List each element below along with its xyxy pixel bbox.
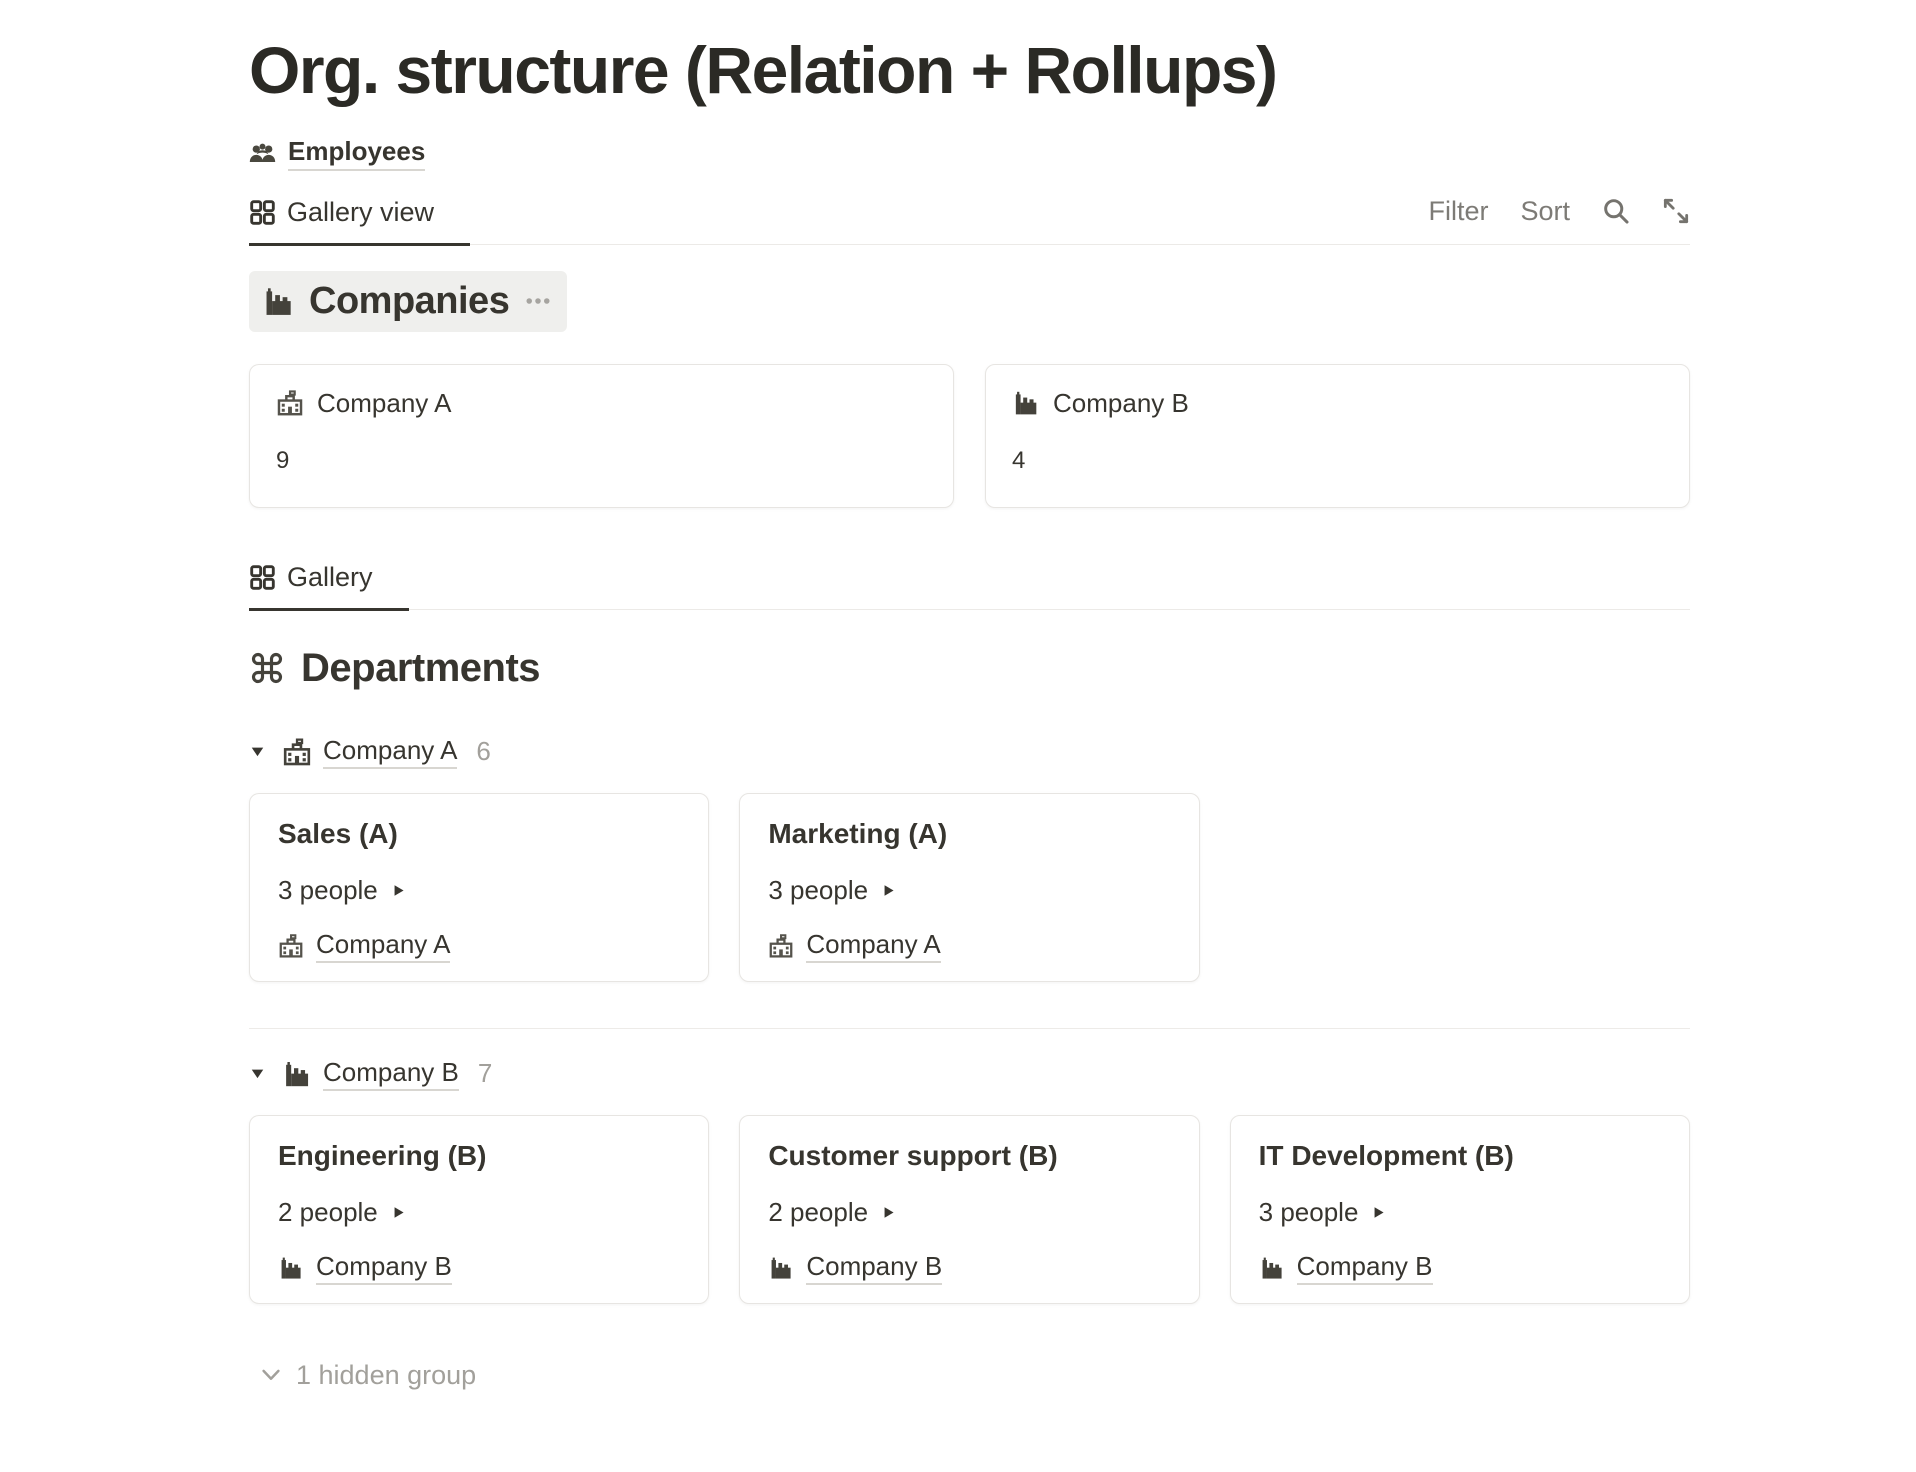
department-company-row: Company A: [768, 929, 1170, 963]
empty-grid-cell: [1230, 793, 1690, 982]
expand-icon[interactable]: [1662, 197, 1690, 225]
department-company-link[interactable]: Company A: [806, 929, 941, 963]
school-building-icon: [278, 933, 304, 959]
play-icon: [881, 1205, 896, 1220]
department-company-row: Company B: [278, 1251, 680, 1285]
department-company-row: Company B: [1259, 1251, 1661, 1285]
department-card-title: Engineering (B): [278, 1139, 487, 1171]
triangle-down-icon[interactable]: [249, 1065, 266, 1082]
triangle-down-icon[interactable]: [249, 743, 266, 760]
page-body: Org. structure (Relation + Rollups) Empl…: [249, 0, 1690, 1391]
factory-icon: [768, 1255, 794, 1281]
company-card-title-row: Company B: [1012, 388, 1663, 419]
group-divider: [249, 1027, 1690, 1029]
department-people-count: 2 people: [278, 1196, 378, 1227]
play-icon: [881, 883, 896, 898]
factory-icon: [262, 285, 295, 318]
department-card[interactable]: Sales (A) 3 people Company A: [249, 792, 710, 982]
department-card-title: Sales (A): [278, 817, 398, 849]
toolbar-controls: Filter Sort: [1428, 196, 1690, 244]
tab-gallery[interactable]: Gallery: [249, 554, 409, 611]
page-title: Org. structure (Relation + Rollups): [249, 33, 1278, 107]
school-building-icon: [276, 389, 304, 417]
group-company-link[interactable]: Company B: [323, 1057, 459, 1091]
school-building-icon: [768, 933, 794, 959]
employees-database-link[interactable]: Employees: [249, 136, 426, 171]
people-icon: [249, 142, 276, 164]
factory-icon: [1259, 1255, 1285, 1281]
company-card[interactable]: Company A 9: [249, 363, 954, 508]
department-company-link[interactable]: Company A: [316, 929, 451, 963]
department-card[interactable]: IT Development (B) 3 people Company B: [1229, 1114, 1690, 1304]
school-building-icon: [282, 737, 312, 767]
department-company-row: Company B: [768, 1251, 1170, 1285]
companies-section-title: Companies: [309, 279, 510, 322]
department-card-title: Marketing (A): [768, 817, 948, 849]
company-card[interactable]: Company B 4: [985, 363, 1690, 508]
group-header-company-b: Company B 7: [249, 1057, 1690, 1091]
department-card[interactable]: Engineering (B) 2 people Company B: [249, 1114, 710, 1304]
tab-gallery-label: Gallery: [287, 561, 373, 592]
department-people-row[interactable]: 3 people: [278, 875, 680, 906]
department-company-link[interactable]: Company B: [1296, 1251, 1433, 1285]
employees-view-toolbar: Gallery view Filter Sort: [249, 189, 1690, 246]
play-icon: [391, 883, 406, 898]
company-card-rollup: 4: [1012, 446, 1026, 474]
department-people-row[interactable]: 3 people: [768, 875, 1170, 906]
department-people-row[interactable]: 2 people: [768, 1197, 1170, 1228]
group-count: 7: [477, 1058, 493, 1089]
company-card-rollup: 9: [276, 446, 290, 474]
chevron-down-icon: [260, 1364, 282, 1386]
department-company-link[interactable]: Company B: [316, 1251, 452, 1285]
ellipsis-menu-icon[interactable]: [525, 288, 551, 314]
company-card-title-row: Company A: [276, 388, 927, 419]
filter-button[interactable]: Filter: [1428, 195, 1489, 226]
factory-icon: [1012, 389, 1040, 417]
departments-view-toolbar: Gallery: [249, 554, 1690, 611]
command-icon: [249, 650, 285, 686]
department-people-row[interactable]: 3 people: [1259, 1197, 1661, 1228]
department-card[interactable]: Marketing (A) 3 people Company A: [739, 792, 1200, 982]
gallery-grid-icon: [249, 564, 276, 591]
sort-button[interactable]: Sort: [1520, 195, 1570, 226]
department-card[interactable]: Customer support (B) 2 people Company B: [739, 1114, 1200, 1304]
tab-gallery-view[interactable]: Gallery view: [249, 189, 471, 246]
tab-gallery-view-label: Gallery view: [287, 196, 435, 227]
search-icon[interactable]: [1602, 197, 1630, 225]
employees-link-label: Employees: [288, 136, 426, 171]
department-company-row: Company A: [278, 929, 680, 963]
department-people-count: 3 people: [1258, 1196, 1359, 1227]
play-icon: [391, 1205, 406, 1220]
departments-card-grid-b: Engineering (B) 2 people Company B Custo…: [249, 1114, 1690, 1304]
factory-icon: [282, 1059, 312, 1089]
company-card-name: Company B: [1053, 387, 1189, 418]
companies-card-grid: Company A 9 Company B 4: [249, 363, 1690, 508]
group-company-link[interactable]: Company A: [323, 735, 458, 769]
group-count: 6: [476, 736, 491, 767]
department-people-row[interactable]: 2 people: [278, 1197, 680, 1228]
play-icon: [1371, 1205, 1386, 1220]
companies-section-header[interactable]: Companies: [249, 270, 568, 332]
company-card-name: Company A: [317, 387, 452, 418]
group-header-company-a: Company A 6: [249, 735, 1690, 769]
factory-icon: [278, 1255, 304, 1281]
hidden-group-label: 1 hidden group: [296, 1359, 477, 1390]
department-people-count: 3 people: [278, 874, 378, 905]
department-card-title: Customer support (B): [768, 1139, 1058, 1171]
gallery-grid-icon: [249, 199, 276, 226]
department-card-title: IT Development (B): [1258, 1139, 1514, 1171]
departments-section-header: Departments: [249, 646, 1690, 691]
departments-section-title: Departments: [301, 645, 541, 690]
department-people-count: 2 people: [768, 1196, 869, 1227]
hidden-group-toggle[interactable]: 1 hidden group: [249, 1360, 1690, 1391]
departments-card-grid-a: Sales (A) 3 people Company A Marketing (…: [249, 792, 1690, 982]
department-people-count: 3 people: [768, 874, 869, 905]
department-company-link[interactable]: Company B: [806, 1251, 943, 1285]
